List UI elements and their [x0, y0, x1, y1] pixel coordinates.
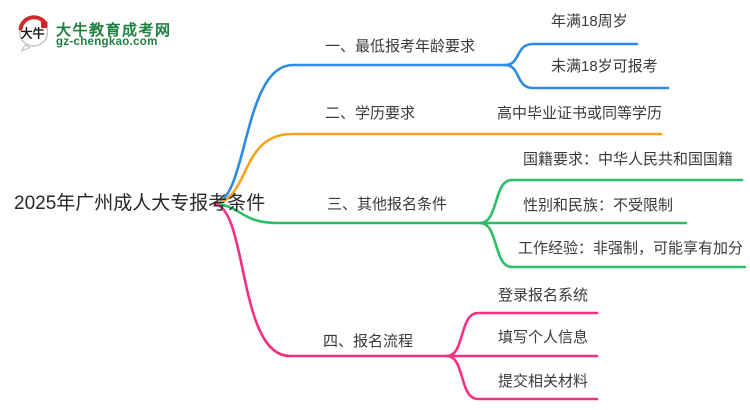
- child-node-login-system: 登录报名系统: [498, 287, 589, 304]
- branch-line-education: [213, 132, 663, 206]
- child-node-under-18: 未满18岁可报考: [551, 58, 658, 75]
- branch-line-other: [213, 202, 482, 225]
- logo-site-domain: gz-chengkao.com: [56, 36, 158, 48]
- child-node-gender-ethnicity: 性别和民族：不受限制: [523, 197, 674, 214]
- logo-icon-text: 大牛: [20, 26, 44, 41]
- branch-node-min-age: 一、最低报考年龄要求: [325, 38, 476, 55]
- branch-line-min-age: [213, 63, 507, 206]
- child-line-work-exp: [478, 221, 747, 269]
- site-logo: 大牛 大牛教育成考网 gz-chengkao.com: [16, 15, 236, 55]
- child-node-work-experience: 工作经验：非强制，可能享有加分: [518, 240, 744, 257]
- child-line-age-18: [503, 42, 639, 67]
- logo-bubble-icon: 大牛: [18, 15, 49, 52]
- child-node-nationality: 国籍要求：中华人民共和国国籍: [523, 151, 734, 168]
- root-node: 2025年广州成人大专报考条件: [14, 193, 266, 214]
- child-node-age-18: 年满18周岁: [551, 13, 628, 30]
- child-line-under-18: [503, 63, 670, 90]
- branch-line-process: [213, 202, 449, 358]
- branch-node-education: 二、学历要求: [325, 105, 416, 122]
- child-line-nationality: [478, 178, 744, 225]
- branch-node-other-conditions: 三、其他报名条件: [327, 196, 448, 213]
- child-node-diploma: 高中毕业证书或同等学历: [497, 105, 663, 122]
- child-node-submit-materials: 提交相关材料: [498, 373, 589, 390]
- child-line-login: [445, 311, 599, 358]
- child-line-submit: [445, 354, 599, 401]
- child-node-fill-info: 填写个人信息: [498, 329, 589, 346]
- logo-site-name: 大牛教育成考网: [56, 22, 172, 39]
- branch-node-process: 四、报名流程: [323, 333, 414, 350]
